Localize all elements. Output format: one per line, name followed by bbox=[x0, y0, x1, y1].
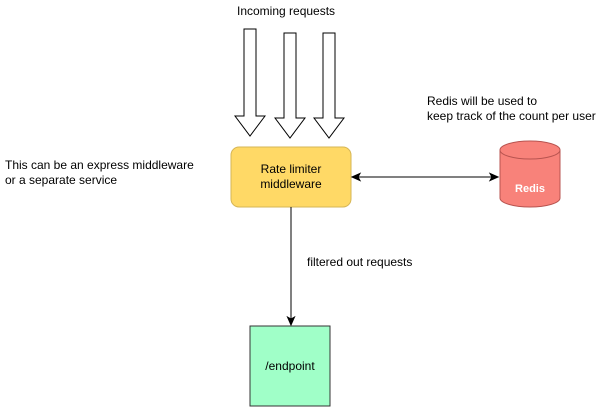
filtered-connector bbox=[286, 207, 296, 327]
incoming-arrow-3 bbox=[313, 32, 345, 139]
filtered-requests-label: filtered out requests bbox=[307, 255, 413, 269]
incoming-arrow-1 bbox=[234, 28, 266, 137]
redis-cylinder bbox=[499, 140, 561, 208]
redis-label: Redis bbox=[515, 183, 545, 195]
incoming-arrow-2 bbox=[274, 32, 306, 139]
endpoint-box bbox=[249, 325, 331, 407]
endpoint-label: /endpoint bbox=[265, 359, 315, 373]
side-note-line1: This can be an express middleware bbox=[5, 158, 194, 172]
redis-note-line2: keep track of the count per user bbox=[427, 109, 596, 123]
redis-note-line1: Redis will be used to bbox=[427, 94, 538, 108]
rate-limiter-label-line2: middleware bbox=[260, 177, 322, 191]
redis-connector bbox=[350, 172, 500, 182]
incoming-requests-label: Incoming requests bbox=[237, 4, 336, 18]
rate-limiter-label-line1: Rate limiter bbox=[260, 162, 322, 176]
incoming-arrows bbox=[234, 28, 345, 139]
side-note-line2: or a separate service bbox=[5, 173, 118, 187]
